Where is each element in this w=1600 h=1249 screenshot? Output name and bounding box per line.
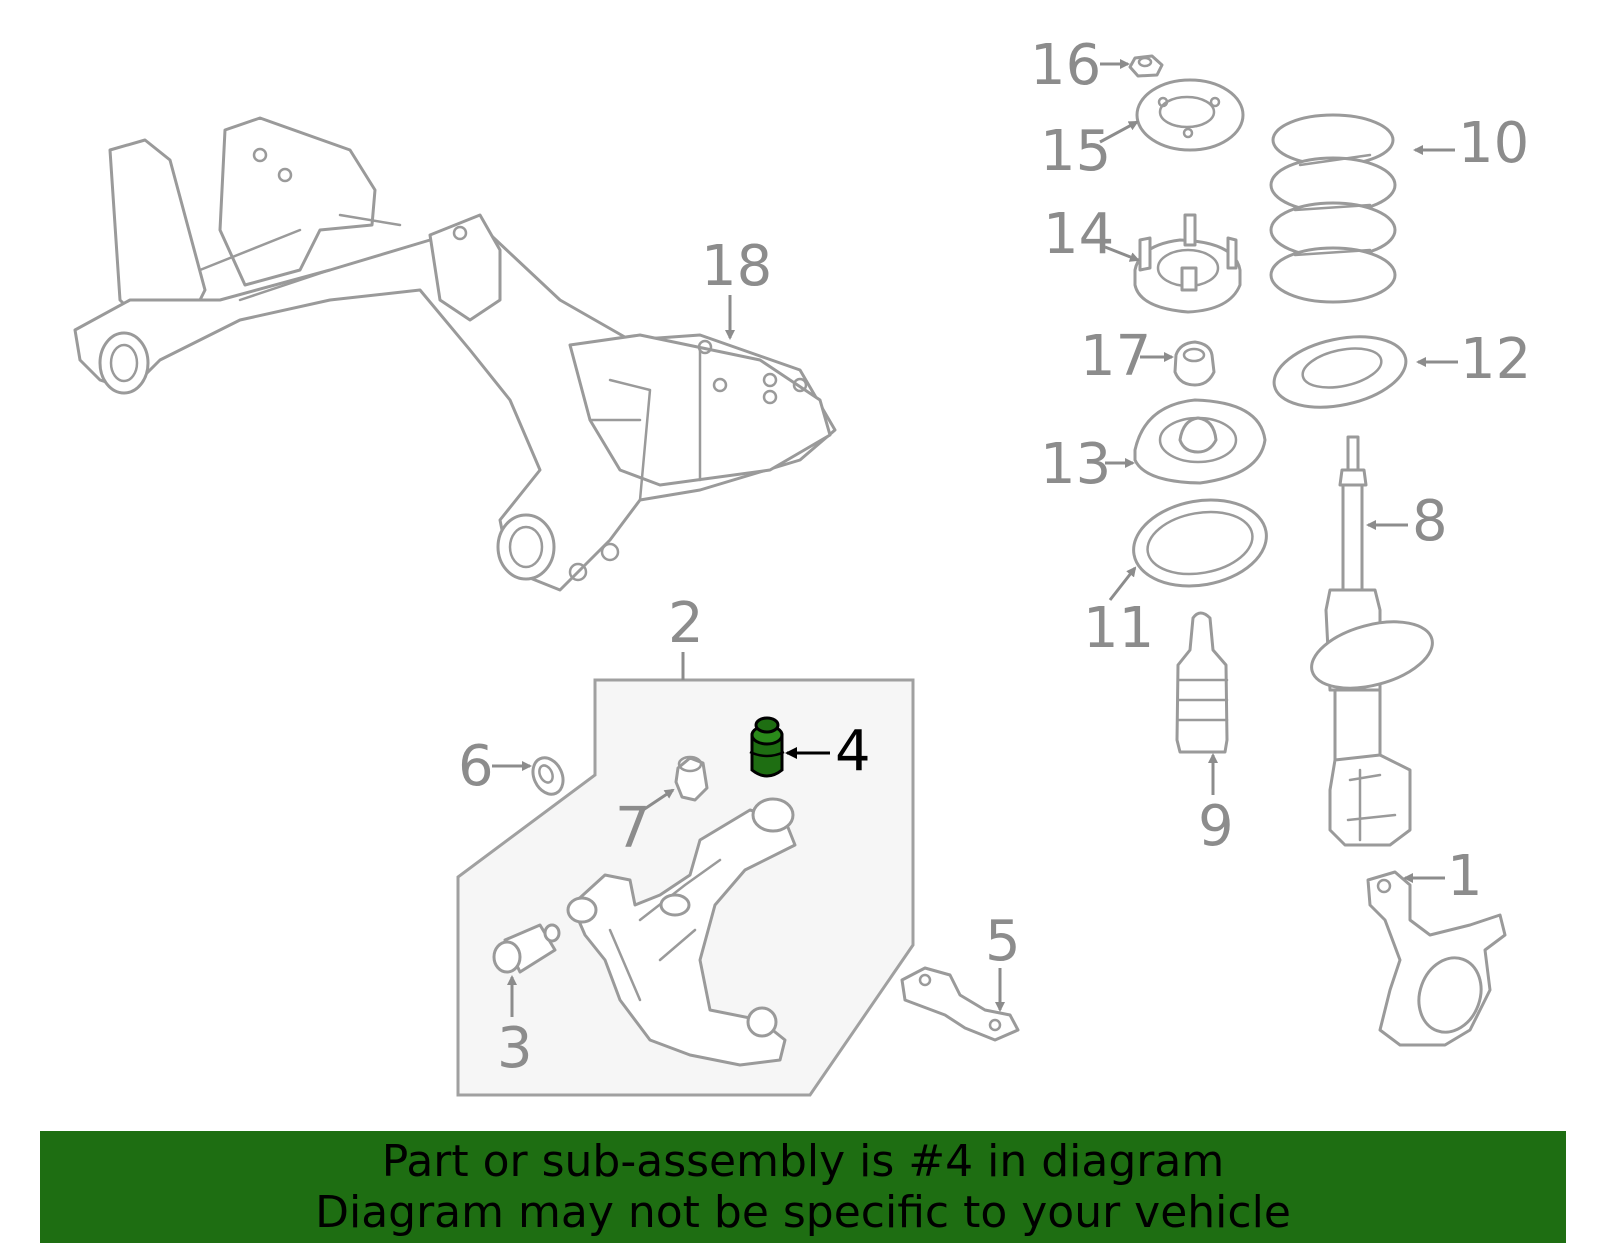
callout-8: 8 [1412, 489, 1448, 554]
callout-14: 14 [1043, 202, 1114, 267]
callout-6: 6 [458, 734, 494, 799]
callouts: 18 2 4 6 7 3 5 16 15 14 17 13 11 [458, 33, 1531, 1081]
callout-15: 15 [1040, 119, 1111, 184]
upper-plate-part-15 [1135, 78, 1245, 152]
spring-seat-part-12 [1272, 335, 1408, 409]
notice-banner: Part or sub-assembly is #4 in diagram Di… [40, 1131, 1566, 1243]
callout-17: 17 [1080, 324, 1151, 389]
callout-13: 13 [1040, 432, 1111, 497]
bushing-part-4-highlighted [749, 716, 785, 778]
callout-12: 12 [1460, 327, 1531, 392]
callout-1: 1 [1447, 844, 1483, 909]
callout-16: 16 [1030, 33, 1101, 98]
notice-line-1: Part or sub-assembly is #4 in diagram [381, 1136, 1225, 1187]
bushing-part-17 [1173, 340, 1216, 387]
strut-mount-part-14 [1133, 213, 1242, 314]
callout-9: 9 [1198, 794, 1234, 859]
callout-2: 2 [668, 591, 704, 656]
steering-knuckle-part-1 [1366, 870, 1507, 1047]
callout-7: 7 [615, 796, 651, 861]
spring-seat-part-13 [1133, 398, 1267, 485]
bracket-part-5 [900, 966, 1020, 1042]
callout-4: 4 [835, 719, 871, 784]
nut-part-16 [1128, 54, 1164, 78]
bushing-part-3 [492, 923, 561, 974]
callout-18: 18 [701, 234, 772, 299]
bump-stop-boot-part-9 [1175, 611, 1229, 754]
spring-insulator-part-11 [1132, 498, 1268, 588]
strut-part-8 [1310, 435, 1434, 847]
callout-5: 5 [985, 909, 1021, 974]
callout-10: 10 [1458, 111, 1529, 176]
notice-line-2: Diagram may not be specific to your vehi… [315, 1187, 1291, 1238]
subframe-crossmember-part-18 [73, 116, 837, 592]
washer-part-6 [531, 756, 565, 796]
bump-stop-part-7 [674, 755, 709, 802]
callout-3: 3 [497, 1016, 533, 1081]
coil-spring-part-10 [1269, 113, 1397, 304]
lower-control-arm [566, 797, 797, 1067]
callout-11: 11 [1083, 596, 1154, 661]
